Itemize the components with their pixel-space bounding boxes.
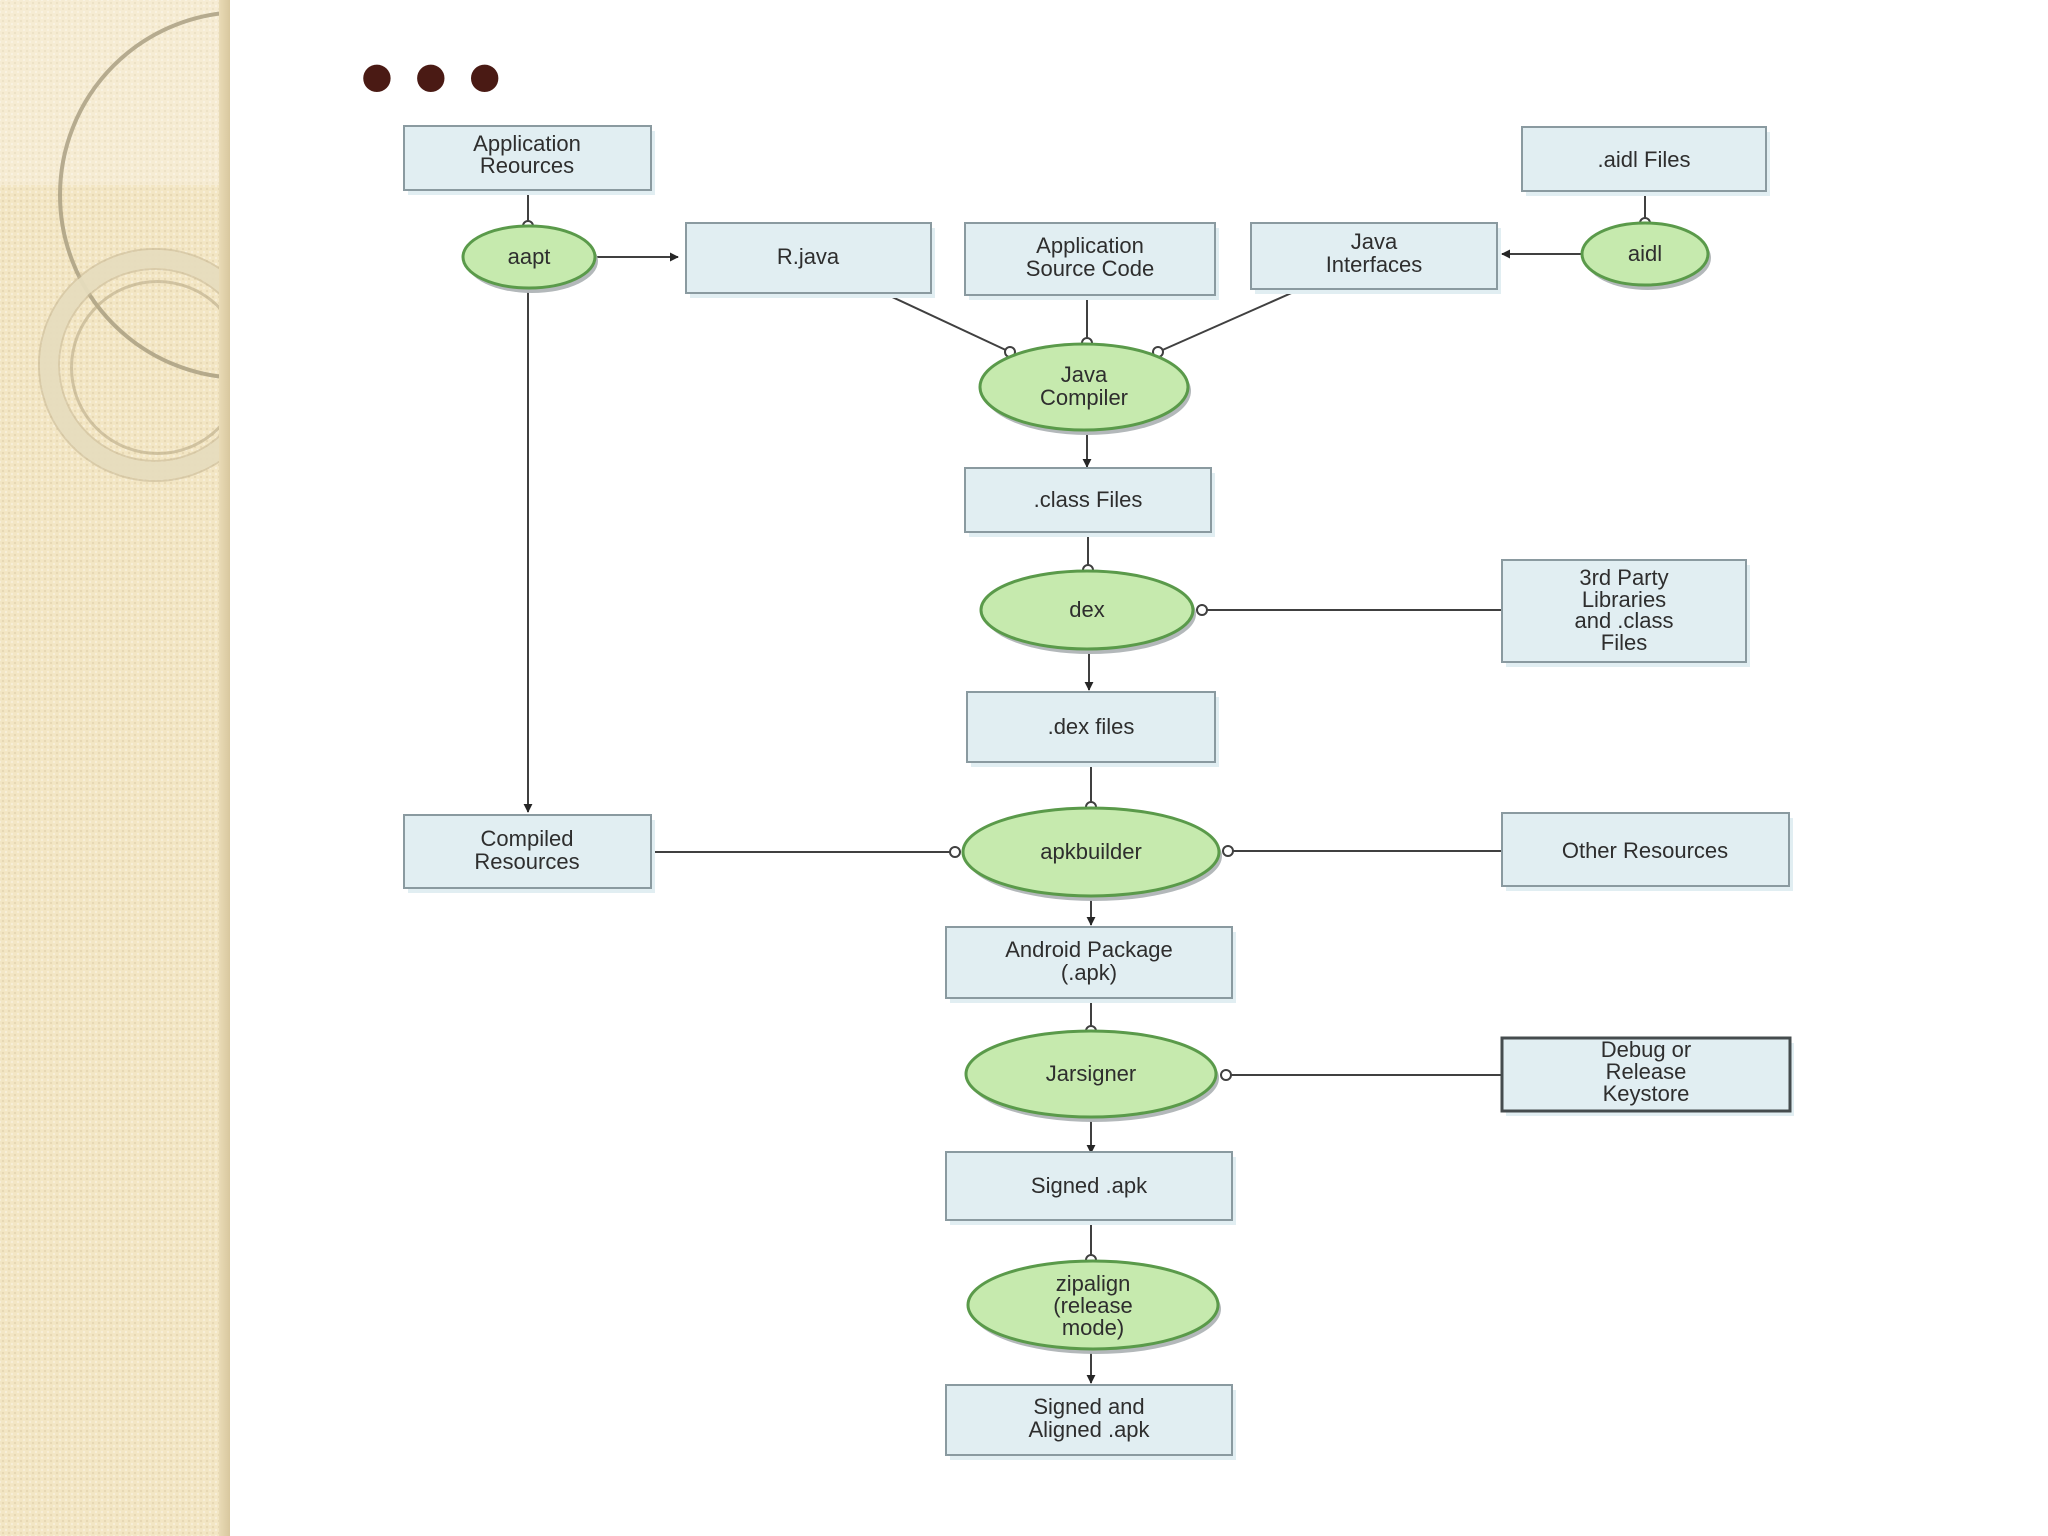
label-line: Signed and: [1033, 1394, 1144, 1419]
label-line: Release: [1606, 1059, 1687, 1084]
label-line: Debug or: [1601, 1037, 1692, 1062]
tool-dex: dex: [979, 569, 1196, 654]
node-debug-release-keystore: Debug or Release Keystore: [1500, 1036, 1794, 1116]
tool-apkbuilder: apkbuilder: [961, 806, 1222, 901]
node-dex-files: .dex files: [966, 691, 1219, 767]
band-edge: [219, 0, 230, 1536]
label-line: Application: [473, 131, 581, 156]
slide-title-ellipsis: •••: [352, 35, 514, 126]
label-line: R.java: [777, 244, 840, 269]
label-line: Java: [1061, 362, 1108, 387]
label-line: .class Files: [1034, 487, 1143, 512]
node-application-resources: Application Reources: [403, 125, 655, 195]
port-apkbuilder-right: [1222, 845, 1234, 857]
port-jarsigner-right: [1220, 1069, 1232, 1081]
label-line: Libraries: [1582, 587, 1666, 612]
tool-java-compiler: Java Compiler: [978, 342, 1191, 435]
label-line: dex: [1069, 597, 1104, 622]
label-line: Java: [1351, 229, 1398, 254]
label-line: Other Resources: [1562, 838, 1728, 863]
label-line: (.apk): [1061, 960, 1117, 985]
edges: [523, 195, 1646, 1384]
label-line: Compiler: [1040, 385, 1128, 410]
label-line: Files: [1601, 630, 1647, 655]
label-line: Resources: [474, 849, 579, 874]
tool-zipalign: zipalign (release mode): [966, 1259, 1221, 1354]
edge-rjava-to-compiler: [887, 294, 1011, 353]
node-java-interfaces: Java Interfaces: [1250, 222, 1501, 294]
label-line: Android Package: [1005, 937, 1173, 962]
node-aidl-files: .aidl Files: [1521, 126, 1770, 196]
decorative-side-band: [0, 0, 230, 1536]
label-line: aapt: [508, 244, 551, 269]
label-line: Application: [1036, 233, 1144, 258]
label-line: .dex files: [1048, 714, 1135, 739]
tool-jarsigner: Jarsigner: [964, 1029, 1219, 1122]
node-other-resources: Other Resources: [1501, 812, 1793, 891]
node-third-party-libraries: 3rd Party Libraries and .class Files: [1501, 559, 1750, 667]
edge-interfaces-to-compiler: [1157, 290, 1297, 353]
port-apkbuilder-left: [949, 846, 961, 858]
tool-aidl: aidl: [1580, 221, 1711, 290]
label-line: (release: [1053, 1293, 1132, 1318]
label-line: zipalign: [1056, 1271, 1131, 1296]
tool-aapt: aapt: [461, 224, 598, 293]
node-compiled-resources: Compiled Resources: [403, 814, 655, 893]
label-line: Keystore: [1603, 1081, 1690, 1106]
node-rjava: R.java: [685, 222, 935, 298]
label-line: .aidl Files: [1598, 147, 1691, 172]
node-android-package: Android Package (.apk): [945, 926, 1236, 1003]
label-line: Signed .apk: [1031, 1173, 1148, 1198]
label-line: Jarsigner: [1046, 1061, 1136, 1086]
node-class-files: .class Files: [964, 467, 1215, 537]
label-line: Interfaces: [1326, 252, 1423, 277]
label-line: Compiled: [481, 826, 574, 851]
label-line: Source Code: [1026, 256, 1154, 281]
label-line: mode): [1062, 1315, 1124, 1340]
port-dex-right: [1196, 604, 1208, 616]
label-line: apkbuilder: [1040, 839, 1142, 864]
node-signed-apk: Signed .apk: [945, 1151, 1236, 1225]
decorative-ring-inner: [70, 280, 230, 455]
label-line: Aligned .apk: [1028, 1417, 1150, 1442]
label-line: aidl: [1628, 241, 1662, 266]
label-line: and .class: [1574, 608, 1673, 633]
label-line: 3rd Party: [1579, 565, 1668, 590]
node-application-source-code: Application Source Code: [964, 222, 1219, 300]
label-line: Reources: [480, 153, 574, 178]
node-signed-aligned-apk: Signed and Aligned .apk: [945, 1384, 1236, 1460]
